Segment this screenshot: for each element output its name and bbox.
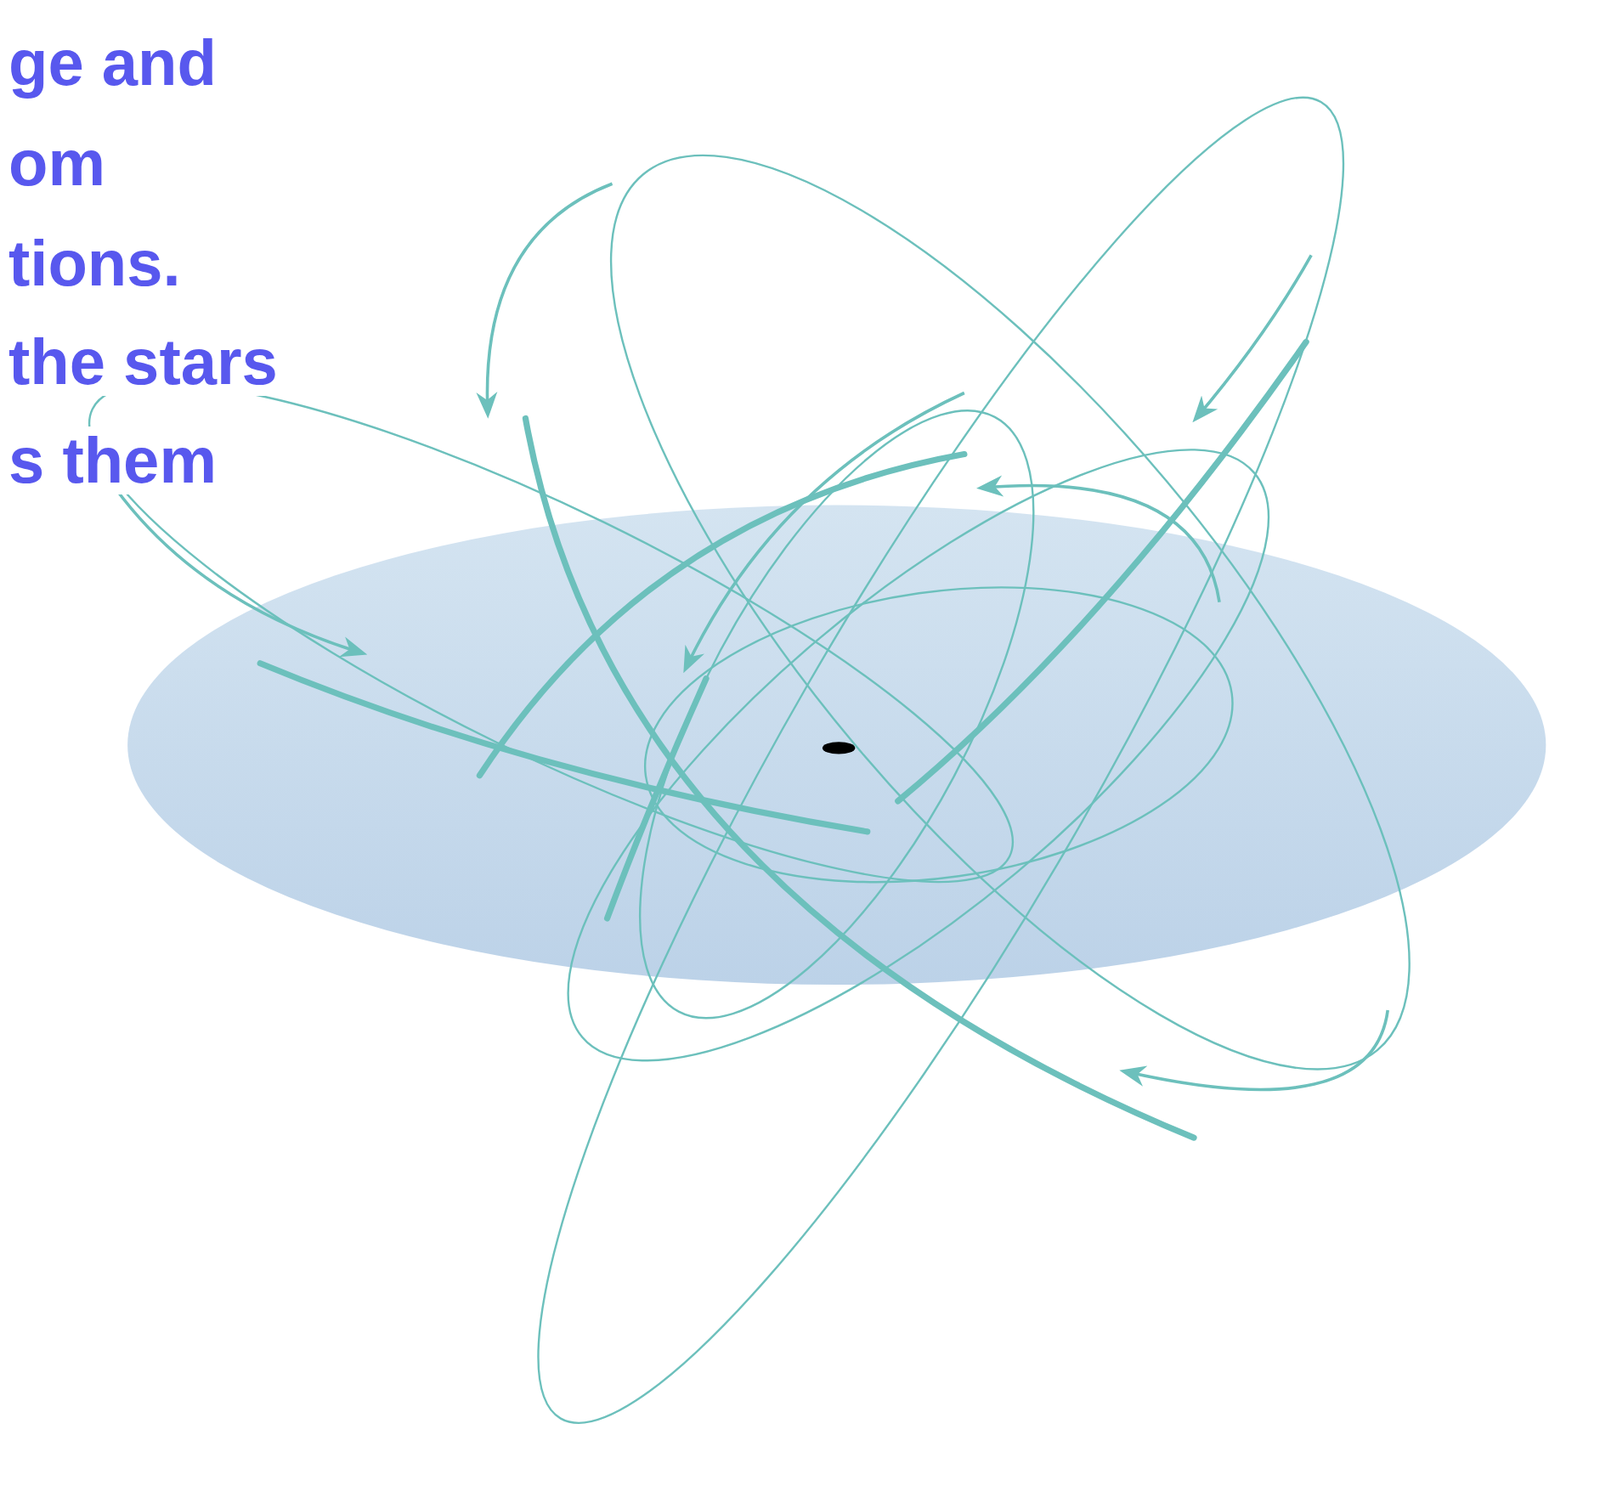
orbit-ellipses bbox=[39, 25, 1535, 1496]
slide-text: om bbox=[3, 129, 111, 198]
orbit bbox=[486, 43, 1535, 1182]
direction-arrow bbox=[981, 486, 1220, 603]
star-path bbox=[260, 663, 868, 832]
galactic-disk bbox=[127, 505, 1546, 985]
orbit bbox=[39, 299, 1064, 967]
orbit bbox=[561, 355, 1113, 1075]
direction-arrow bbox=[1124, 1010, 1388, 1090]
slide-text: the stars bbox=[3, 327, 283, 396]
slide-text: ge and bbox=[3, 28, 222, 97]
star-path bbox=[898, 341, 1307, 801]
direction-arrow bbox=[1195, 254, 1312, 419]
star-path bbox=[607, 678, 707, 919]
star-paths bbox=[260, 341, 1307, 1138]
orbit bbox=[483, 356, 1353, 1155]
slide-text: s them bbox=[3, 426, 222, 495]
direction-arrows bbox=[81, 183, 1388, 1090]
direction-arrow bbox=[685, 392, 965, 668]
star-path bbox=[525, 418, 1194, 1139]
galactic-center bbox=[822, 741, 855, 754]
star-path bbox=[479, 454, 964, 776]
direction-arrow bbox=[486, 183, 612, 413]
orbit bbox=[428, 25, 1454, 1496]
slide-text: tions. bbox=[3, 229, 187, 298]
